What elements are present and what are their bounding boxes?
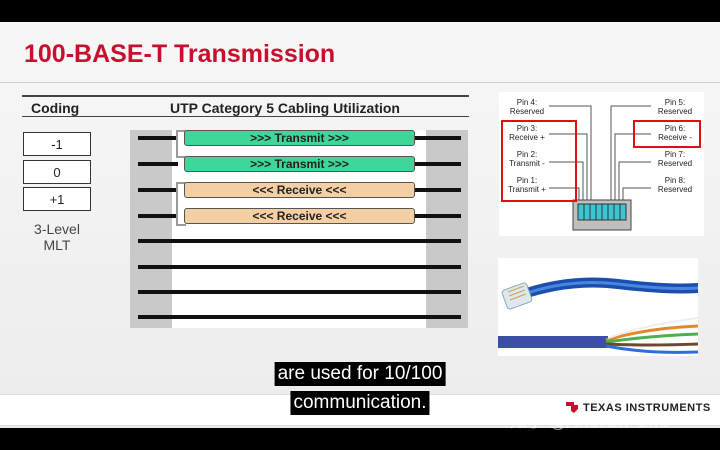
pin4-label: Pin 4: Reserved	[503, 98, 551, 116]
rj45-connector-icon	[549, 105, 651, 231]
transmit-pair-1: >>> Transmit >>>	[184, 130, 415, 146]
wire-3-right	[413, 188, 461, 192]
pin8-number: Pin 8:	[664, 176, 686, 185]
table-rule-bottom	[22, 116, 469, 117]
wire-3-left	[138, 188, 178, 192]
pin3-number: Pin 3:	[516, 124, 538, 133]
unused-wire-5	[138, 239, 461, 243]
pin2-label: Pin 2: Transmit -	[503, 150, 551, 168]
subtitle-line-2: communication.	[290, 391, 430, 415]
pin5-number: Pin 5:	[664, 98, 686, 107]
presentation-slide: 100-BASE-T Transmission Coding UTP Categ…	[0, 22, 720, 428]
texas-instruments-logo-icon	[566, 402, 578, 413]
pin6-function: Receive -	[658, 133, 692, 142]
rj45-pinout-diagram: Pin 4: Reserved Pin 3: Receive + Pin 2: …	[499, 92, 704, 236]
pin3-label: Pin 3: Receive +	[503, 124, 551, 142]
receive-highlight-right	[633, 120, 701, 148]
unused-wire-7	[138, 290, 461, 294]
coding-header: Coding	[31, 100, 80, 116]
pin4-function: Reserved	[509, 107, 545, 116]
ethernet-cable-image	[498, 258, 698, 356]
pin2-number: Pin 2:	[516, 150, 538, 159]
slide-title: 100-BASE-T Transmission	[24, 40, 336, 68]
utp-header: UTP Category 5 Cabling Utilization	[170, 100, 400, 116]
pin7-number: Pin 7:	[664, 150, 686, 159]
pin1-function: Transmit +	[508, 185, 546, 194]
table-rule-top	[22, 95, 469, 97]
mlt-label-line1: 3-Level	[34, 221, 80, 237]
ethernet-cable-icon	[498, 277, 698, 354]
level-minus-one: -1	[23, 132, 91, 156]
receive-pair-1: <<< Receive <<<	[184, 182, 415, 198]
rx-pair-bracket	[176, 182, 186, 226]
pin8-label: Pin 8: Reserved	[651, 176, 699, 194]
unused-wire-8	[138, 315, 461, 319]
receive-pair-2: <<< Receive <<<	[184, 208, 415, 224]
tx-pair-bracket	[176, 130, 186, 158]
pin8-function: Reserved	[657, 185, 693, 194]
unused-wire-6	[138, 265, 461, 269]
transmit-pair-2: >>> Transmit >>>	[184, 156, 415, 172]
wire-2-left	[138, 162, 178, 166]
right-connector-panel	[426, 130, 468, 328]
mlt-label-line2: MLT	[43, 237, 71, 253]
zhihu-watermark: 知乎 @Andrew Chu	[510, 412, 670, 432]
wire-4-left	[138, 214, 178, 218]
pin2-function: Transmit -	[509, 159, 545, 168]
subtitle-line-1: are used for 10/100	[274, 362, 446, 386]
pin1-number: Pin 1:	[516, 176, 538, 185]
pin7-function: Reserved	[657, 159, 693, 168]
texas-instruments-logo-text: TEXAS INSTRUMENTS	[583, 402, 711, 414]
pin5-label: Pin 5: Reserved	[651, 98, 699, 116]
mlt-label: 3-Level MLT	[22, 221, 92, 253]
pin3-function: Receive +	[509, 133, 545, 142]
pin4-number: Pin 4:	[516, 98, 538, 107]
level-plus-one: +1	[23, 187, 91, 211]
wire-1-left	[138, 136, 178, 140]
title-divider	[0, 82, 720, 83]
receive-transmit-highlight-left	[501, 120, 577, 202]
pin5-function: Reserved	[657, 107, 693, 116]
pin1-label: Pin 1: Transmit +	[503, 176, 551, 194]
wire-1-right	[413, 136, 461, 140]
left-connector-panel	[130, 130, 172, 328]
level-zero: 0	[23, 160, 91, 184]
pin6-number: Pin 6:	[664, 124, 686, 133]
wire-4-right	[413, 214, 461, 218]
pin7-label: Pin 7: Reserved	[651, 150, 699, 168]
pin6-label: Pin 6: Receive -	[651, 124, 699, 142]
wire-2-right	[413, 162, 461, 166]
